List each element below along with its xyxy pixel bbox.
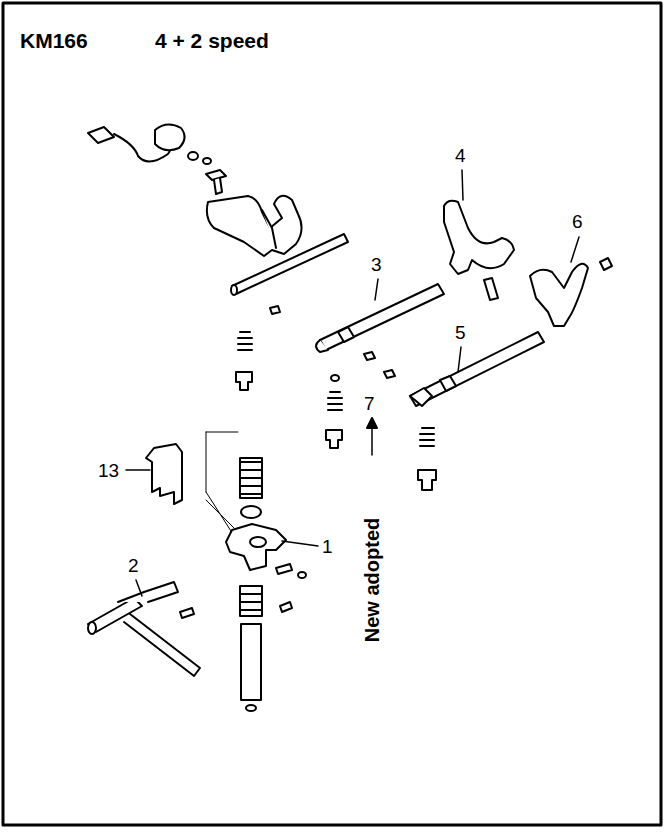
frame [3, 3, 661, 825]
leader-line [136, 580, 142, 596]
sensor-part [155, 124, 185, 150]
spring-bolt [420, 428, 434, 446]
leader-line [462, 170, 463, 200]
sensor-part [188, 152, 198, 160]
shift-shaft [180, 608, 194, 618]
selector-assembly [250, 537, 266, 547]
shift-rod [231, 285, 237, 295]
shift-shaft [88, 582, 200, 676]
spring-bolt [236, 372, 252, 390]
detent-pin [384, 370, 395, 378]
guide-line [206, 432, 238, 542]
bracket [146, 444, 182, 504]
spring-bolt [418, 470, 436, 490]
shift-rod [232, 234, 348, 294]
shift-rod [410, 332, 544, 406]
spring-bolt [236, 332, 436, 490]
selector-assembly [240, 458, 262, 498]
bolt [206, 170, 226, 180]
shift-rod [316, 340, 328, 352]
shift-shaft [88, 622, 96, 634]
selector-assembly [241, 506, 261, 518]
selector-assembly [240, 462, 262, 494]
shift-fork [207, 196, 302, 256]
callout-number: 6 [572, 212, 583, 231]
leader-line [571, 237, 579, 262]
selector-assembly [240, 586, 262, 616]
bolt [214, 178, 222, 194]
callout-number: 3 [371, 255, 382, 274]
bracket [146, 444, 182, 504]
spring-bolt [238, 332, 252, 350]
shift-fork [530, 258, 612, 326]
pointer-arrow [367, 418, 377, 455]
shift-rod [440, 376, 456, 391]
selector-assembly [226, 524, 286, 570]
guide-line [206, 432, 238, 542]
shift-fork [262, 210, 276, 248]
callout-number: 5 [455, 323, 466, 342]
shift-rod [410, 388, 432, 406]
sensor-part [88, 124, 211, 164]
shift-fork [444, 201, 514, 274]
selector-assembly [241, 624, 261, 700]
shift-fork [484, 278, 498, 300]
bolt [206, 170, 226, 194]
callout-number: 4 [455, 146, 466, 165]
leader-line [282, 541, 318, 546]
shift-fork [444, 201, 514, 300]
selector-assembly [298, 572, 306, 578]
detent-pin [270, 306, 395, 381]
note-text: New adopted [362, 518, 382, 642]
leader-line [126, 469, 150, 471]
selector-assembly [280, 602, 292, 612]
callout-number: 7 [364, 394, 375, 413]
diagram-title: KM166 [20, 30, 88, 51]
selector-assembly [226, 458, 306, 711]
callout-number: 1 [322, 537, 333, 556]
detent-pin [364, 352, 375, 360]
spring-bolt [328, 392, 342, 410]
detent-pin [270, 306, 280, 314]
pointer-arrow [367, 418, 377, 428]
selector-assembly [240, 594, 262, 610]
spring-bolt [326, 430, 342, 448]
callout-number: 2 [128, 556, 139, 575]
sensor-part [203, 158, 211, 164]
shift-rod [338, 327, 354, 342]
shift-fork [600, 258, 612, 270]
selector-assembly [276, 564, 292, 574]
shift-fork [207, 196, 302, 256]
leader-line [458, 347, 461, 372]
leader-line [375, 279, 378, 300]
leader-line [126, 170, 579, 596]
shift-shaft [124, 614, 200, 676]
detent-pin [331, 375, 339, 381]
callout-number: 13 [98, 461, 119, 480]
sensor-part [88, 127, 114, 143]
shift-fork [530, 264, 588, 326]
subtitle: 4 + 2 speed [155, 30, 269, 51]
shift-rod [320, 284, 444, 350]
selector-assembly [246, 705, 256, 711]
shift-shaft [118, 582, 178, 602]
